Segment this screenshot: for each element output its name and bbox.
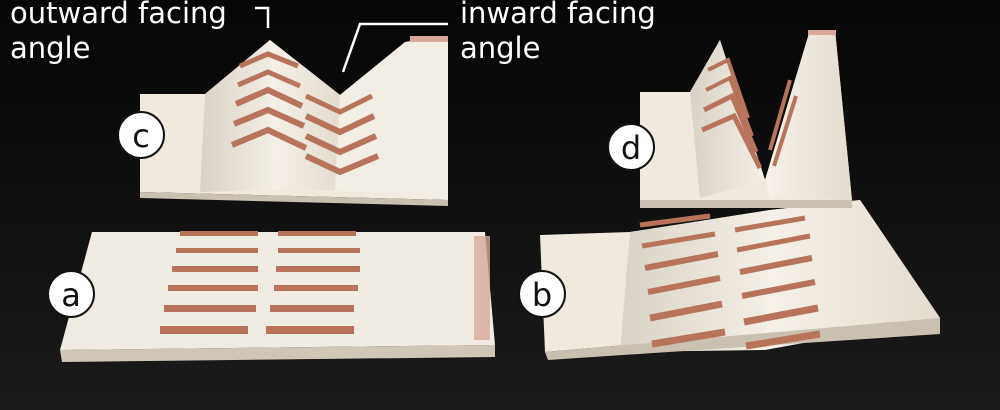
inward-annotation: inward facing angle — [460, 0, 656, 66]
inward-annotation-line1: inward facing — [460, 0, 656, 30]
traces-c — [230, 51, 380, 176]
inward-leader-line — [341, 22, 448, 73]
sample-c — [140, 36, 448, 206]
label-badge-d: d — [607, 123, 655, 171]
outward-annotation-line2: angle — [10, 31, 91, 65]
traces-b — [639, 213, 821, 350]
sample-d — [640, 30, 852, 208]
inward-annotation-line2: angle — [460, 31, 541, 65]
sample-a — [60, 231, 495, 362]
label-badge-b: b — [518, 270, 566, 318]
outward-annotation-line1: outward facing — [10, 0, 227, 30]
traces-d — [700, 57, 798, 170]
label-badge-a: a — [47, 270, 95, 318]
outward-annotation: outward facing angle — [10, 0, 227, 66]
label-badge-c: c — [117, 111, 165, 159]
outward-leader-line — [255, 6, 270, 28]
traces-a — [160, 231, 360, 334]
sample-b — [540, 200, 940, 360]
